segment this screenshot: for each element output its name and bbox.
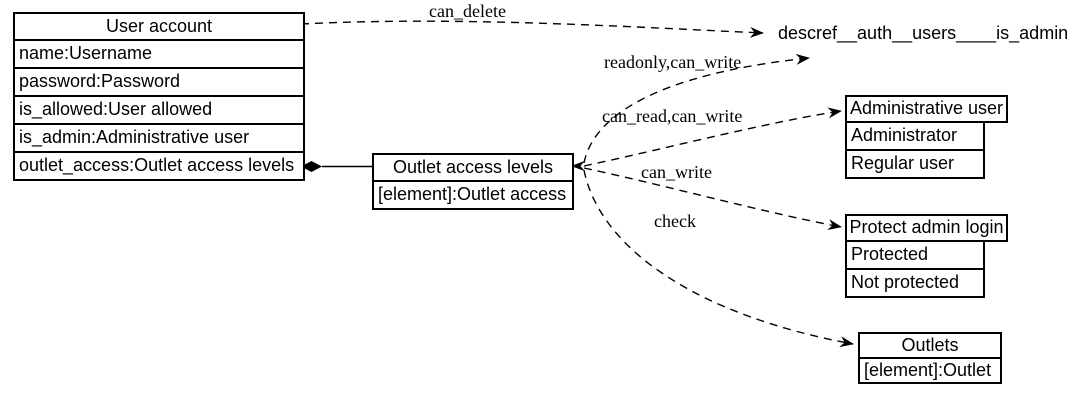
edge-readonly-can-write	[583, 53, 810, 164]
outlet-access-levels-title: Outlet access levels	[392, 156, 554, 177]
attribute-row: name:Username	[15, 39, 303, 67]
administrative-user-title: Administrative user	[845, 95, 1008, 123]
composition-diamond-icon	[301, 161, 322, 172]
outlets-title: Outlets	[901, 334, 959, 355]
node-protect-admin-login: Protect admin login Protected Not protec…	[845, 214, 1008, 298]
attribute-row: Not protected	[847, 268, 983, 296]
edge-label-readonly-can-write: readonly,can_write	[604, 52, 742, 72]
attribute-row: Regular user	[847, 149, 983, 177]
node-user-account: User account name:Username password:Pass…	[13, 12, 305, 181]
attribute-row: [element]:Outlet access	[374, 180, 572, 208]
node-outlet-access-levels: Outlet access levels [element]:Outlet ac…	[372, 153, 574, 210]
edge-can-read-can-write	[583, 107, 842, 167]
arrowhead-into-outlet-access-icon	[571, 161, 585, 171]
edge-label-can-write: can_write	[641, 162, 712, 182]
edge-label-can-read-can-write: can_read,can_write	[602, 106, 743, 126]
edge-can-delete	[300, 20, 764, 38]
attribute-row: Administrator	[851, 125, 958, 146]
edge-can-write	[583, 167, 842, 230]
protect-admin-login-title: Protect admin login	[845, 214, 1008, 242]
user-account-title: User account	[105, 15, 213, 36]
edge-label-check: check	[654, 211, 696, 231]
attribute-row: outlet_access:Outlet access levels	[15, 151, 303, 179]
attribute-row: is_admin:Administrative user	[15, 123, 303, 151]
edge-check	[583, 169, 854, 348]
attribute-row: password:Password	[15, 67, 303, 95]
attribute-row: [element]:Outlet	[860, 357, 1000, 382]
node-outlets: Outlets [element]:Outlet	[858, 332, 1002, 384]
node-descref-label: descref__auth__users____is_admin	[778, 23, 1069, 43]
administrative-user-rows: Administrator Regular user	[845, 123, 985, 179]
attribute-row: is_allowed:User allowed	[15, 95, 303, 123]
attribute-row: Protected	[851, 244, 929, 265]
node-administrative-user: Administrative user Administrator Regula…	[845, 95, 1008, 179]
protect-admin-login-rows: Protected Not protected	[845, 242, 985, 298]
edge-label-can-delete: can_delete	[429, 1, 506, 21]
